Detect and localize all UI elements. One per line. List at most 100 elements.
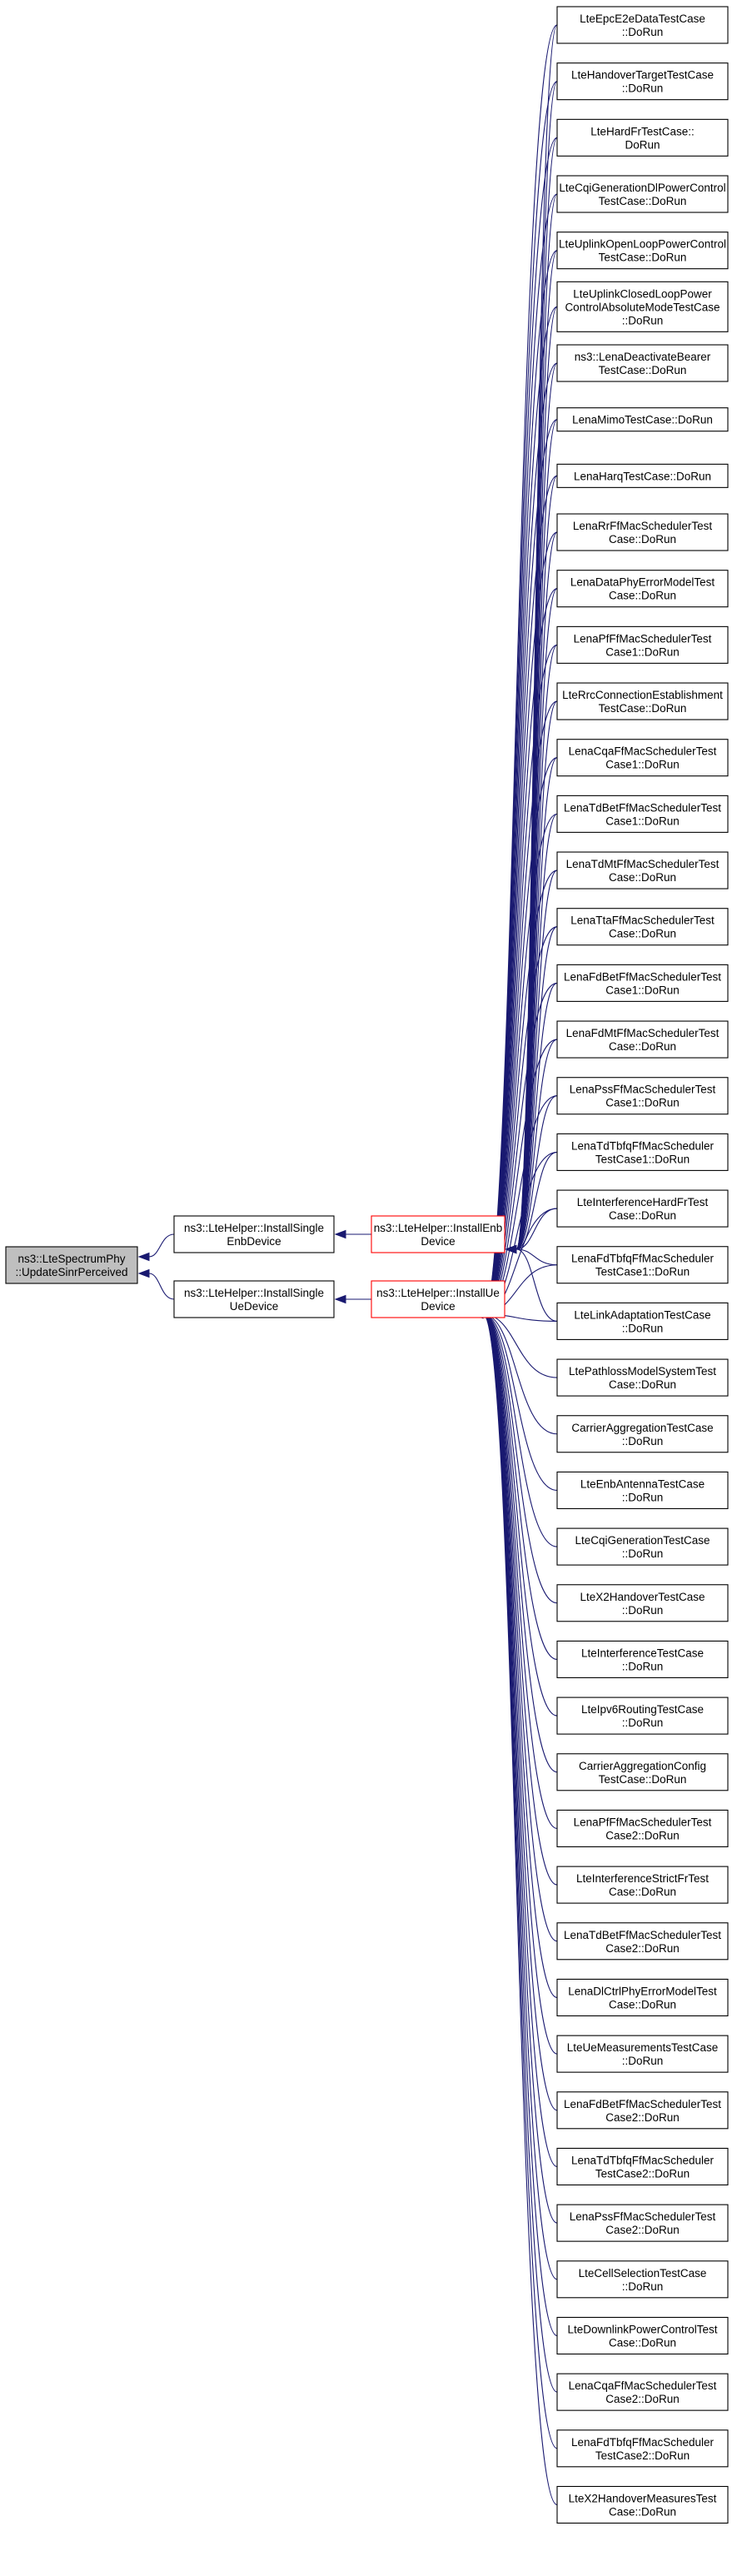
node-lenafdbetffmacschedulertest-case1-dorun-label-2: Case1::DoRun xyxy=(605,984,680,996)
node-lenadlctrlphyerrormodeltest-case-dorun-box xyxy=(556,1978,729,2016)
node-lterrcconnectionestablishment-testcase-dorun-label-1: LteRrcConnectionEstablishment xyxy=(562,689,723,701)
node-update-sinr-perceived-box xyxy=(5,1246,138,1284)
node-lenaharqtestcase-dorun[interactable]: LenaHarqTestCase::DoRun xyxy=(556,463,729,488)
node-lteuplinkopenlooppowercontrol-testcase-dorun[interactable]: LteUplinkOpenLoopPowerControlTestCase::D… xyxy=(556,232,729,270)
node-install-ue-device-box xyxy=(371,1280,505,1318)
node-install-enb-device-box xyxy=(371,1215,505,1253)
node-install-enb-device-label-2: Device xyxy=(421,1235,455,1248)
node-lteuplinkclosedlooppower-controlabsolutemodetestcase-dorun[interactable]: LteUplinkClosedLoopPowerControlAbsoluteM… xyxy=(556,281,729,332)
node-carrieraggregationtestcase-dorun[interactable]: CarrierAggregationTestCase::DoRun xyxy=(556,1415,729,1453)
node-ltex2handovermeasurestest-case-dorun-box xyxy=(556,2485,729,2524)
node-ltecqigenerationdlpowercontrol-testcase-dorun-label-1: LteCqiGenerationDlPowerControl xyxy=(559,182,725,194)
node-ltex2handovermeasurestest-case-dorun-label-1: LteX2HandoverMeasuresTest xyxy=(569,2493,717,2505)
node-lenatdtbfqffmacscheduler-testcase2-dorun-label-2: TestCase2::DoRun xyxy=(595,2168,690,2180)
node-lterrcconnectionestablishment-testcase-dorun-label-2: TestCase::DoRun xyxy=(599,702,687,715)
node-ltecqigenerationdlpowercontrol-testcase-dorun[interactable]: LteCqiGenerationDlPowerControlTestCase::… xyxy=(556,175,729,213)
edge-install-ue-to-single-ue xyxy=(334,1294,371,1304)
node-ltecqigenerationtestcase-dorun-label-2: ::DoRun xyxy=(622,1547,664,1560)
node-lteepce2edatatestcase-dorun-label-2: ::DoRun xyxy=(622,26,664,38)
node-lenatdbetffmacschedulertest-case2-dorun-box xyxy=(556,1922,729,1961)
node-ltelinkadaptationtestcase-dorun[interactable]: LteLinkAdaptationTestCase::DoRun xyxy=(556,1302,729,1340)
node-lteipv6routingtestcase-dorun-box xyxy=(556,1697,729,1735)
node-ltehandovertargettestcase-dorun-label-2: ::DoRun xyxy=(622,82,664,95)
node-install-single-ue-device-label-2: UeDevice xyxy=(230,1300,279,1313)
node-lenatdtbfqffmacscheduler-testcase2-dorun-label-1: LenaTdTbfqFfMacScheduler xyxy=(571,2155,715,2167)
node-ltepathlossmodelsystemtest-case-dorun-label-1: LtePathlossModelSystemTest xyxy=(569,1365,716,1378)
node-ltecqigenerationtestcase-dorun[interactable]: LteCqiGenerationTestCase::DoRun xyxy=(556,1527,729,1566)
node-lenattaffmacschedulertest-case-dorun-label-2: Case::DoRun xyxy=(609,928,676,940)
node-lenapssffmacschedulertest-case1-dorun-label-1: LenaPssFfMacSchedulerTest xyxy=(570,1084,716,1096)
node-ns3-lenadeactivatebearer-testcase-dorun-label-1: ns3::LenaDeactivateBearer xyxy=(575,351,711,363)
node-ltecqigenerationtestcase-dorun-box xyxy=(556,1527,729,1566)
node-lenapssffmacschedulertest-case2-dorun-label-2: Case2::DoRun xyxy=(605,2224,680,2236)
node-ltecellselectiontestcase-dorun-box xyxy=(556,2260,729,2299)
node-lenamimotestcase-dorun[interactable]: LenaMimoTestCase::DoRun xyxy=(556,407,729,432)
node-ltex2handovertestcase-dorun[interactable]: LteX2HandoverTestCase::DoRun xyxy=(556,1584,729,1622)
node-update-sinr-perceived[interactable]: ns3::LteSpectrumPhy::UpdateSinrPerceived xyxy=(5,1246,138,1284)
node-ltecellselectiontestcase-dorun[interactable]: LteCellSelectionTestCase::DoRun xyxy=(556,2260,729,2299)
node-ltehardfrtestcase-dorun[interactable]: LteHardFrTestCase::DoRun xyxy=(556,118,729,157)
node-lenafdmtffmacschedulertest-case-dorun-label-1: LenaFdMtFfMacSchedulerTest xyxy=(566,1027,720,1039)
node-install-single-ue-device-box xyxy=(173,1280,335,1318)
node-install-enb-device-label-1: ns3::LteHelper::InstallEnb xyxy=(374,1222,503,1234)
node-lenapfffmacschedulertest-case2-dorun-label-2: Case2::DoRun xyxy=(605,1829,680,1841)
node-lteuplinkclosedlooppower-controlabsolutemodetestcase-dorun-box xyxy=(556,281,729,332)
node-lteipv6routingtestcase-dorun-label-2: ::DoRun xyxy=(622,1717,664,1729)
node-carrieraggregationconfig-testcase-dorun-box xyxy=(556,1753,729,1791)
node-lteipv6routingtestcase-dorun[interactable]: LteIpv6RoutingTestCase::DoRun xyxy=(556,1697,729,1735)
node-lenapssffmacschedulertest-case1-dorun-box xyxy=(556,1077,729,1115)
node-lenatdtbfqffmacscheduler-testcase1-dorun-label-1: LenaTdTbfqFfMacScheduler xyxy=(571,1139,715,1152)
node-ns3-lenadeactivatebearer-testcase-dorun-label-2: TestCase::DoRun xyxy=(599,364,687,376)
node-lenacqaffmacschedulertest-case2-dorun-label-2: Case2::DoRun xyxy=(605,2393,680,2405)
node-lteuemeasurementstestcase-dorun[interactable]: LteUeMeasurementsTestCase::DoRun xyxy=(556,2035,729,2073)
node-lenapfffmacschedulertest-case1-dorun-box xyxy=(556,625,729,664)
node-lterrcconnectionestablishment-testcase-dorun[interactable]: LteRrcConnectionEstablishmentTestCase::D… xyxy=(556,682,729,720)
node-lteinterferencetestcase-dorun[interactable]: LteInterferenceTestCase::DoRun xyxy=(556,1640,729,1678)
nodes-layer: ns3::LteSpectrumPhy::UpdateSinrPerceived… xyxy=(5,6,729,2524)
node-lenafdbetffmacschedulertest-case2-dorun-label-1: LenaFdBetFfMacSchedulerTest xyxy=(564,2098,721,2110)
node-ltelinkadaptationtestcase-dorun-box xyxy=(556,1302,729,1340)
node-lenacqaffmacschedulertest-case1-dorun-label-2: Case1::DoRun xyxy=(605,759,680,771)
node-lenapfffmacschedulertest-case1-dorun-label-2: Case1::DoRun xyxy=(605,645,680,658)
node-ltehandovertargettestcase-dorun[interactable]: LteHandoverTargetTestCase::DoRun xyxy=(556,62,729,101)
node-ltecellselectiontestcase-dorun-label-1: LteCellSelectionTestCase xyxy=(579,2267,707,2280)
node-lteepce2edatatestcase-dorun[interactable]: LteEpcE2eDataTestCase::DoRun xyxy=(556,6,729,44)
node-lteuemeasurementstestcase-dorun-label-2: ::DoRun xyxy=(622,2055,664,2067)
node-lenattaffmacschedulertest-case-dorun-label-1: LenaTtaFfMacSchedulerTest xyxy=(570,914,715,927)
node-lteenbantennatestcase-dorun[interactable]: LteEnbAntennaTestCase::DoRun xyxy=(556,1471,729,1509)
node-carrieraggregationtestcase-dorun-box xyxy=(556,1415,729,1453)
node-ltepathlossmodelsystemtest-case-dorun-label-2: Case::DoRun xyxy=(609,1378,676,1391)
edge-lenafdtbfqffmacscheduler-testcase2-dorun-to-install-ue xyxy=(471,1309,558,2449)
